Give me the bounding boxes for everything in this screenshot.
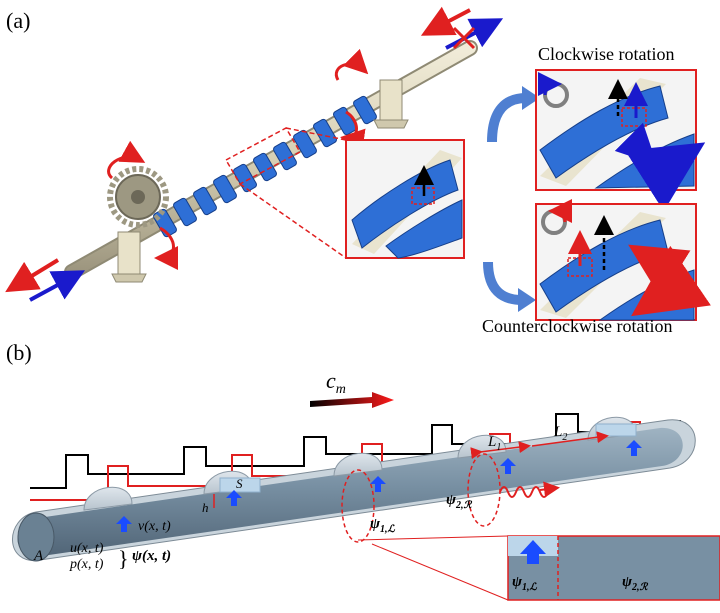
flow-arrows [483,86,540,312]
L1-label: L1 [487,434,501,453]
L2-label: L2 [553,424,567,443]
p-label: p(x, t) [69,557,104,572]
S-label: S [236,476,243,491]
clockwise-label: Clockwise rotation [538,44,674,64]
psi-label: ψ(x, t) [132,548,171,564]
panel-b-label: (b) [6,340,32,365]
velocity-arrows [116,440,642,532]
blue-shells [153,95,377,238]
inset-clockwise [535,69,706,212]
inset-center [345,139,465,259]
u-label: u(x, t) [70,541,104,556]
zoom-psi-2R-label: ψ2,ℛ [622,574,649,593]
counterclockwise-label: Counterclockwise rotation [482,316,672,336]
scattered-wave [499,481,560,498]
inset-counterclockwise [535,199,711,321]
zoom-psi-1L-label: ψ1,ℒ [512,574,538,593]
A-label: A [33,548,44,564]
interface-zoom: ψ1,ℒ ψ2,ℛ [357,535,720,601]
svg-text:h: h [202,500,209,515]
zoom-callout [224,126,347,259]
wave-speed-arrow: cm [310,368,394,408]
cm-label: cm [326,368,346,397]
v-label: v(x, t) [138,519,171,534]
support-left [111,231,147,283]
h-marker: h [202,494,215,515]
period-dimensions [470,431,609,460]
panel-a-label: (a) [6,8,30,33]
psi-2R-label: ψ2,ℛ [446,492,473,511]
support-right [373,79,409,129]
axial-arrows-left [5,258,86,302]
psi-1L-label: ψ1,ℒ [370,516,396,535]
gear-icon [107,166,169,228]
axial-arrows-right [420,6,504,50]
rotation-arrows [107,48,369,270]
brace-symbol: } [118,546,129,571]
